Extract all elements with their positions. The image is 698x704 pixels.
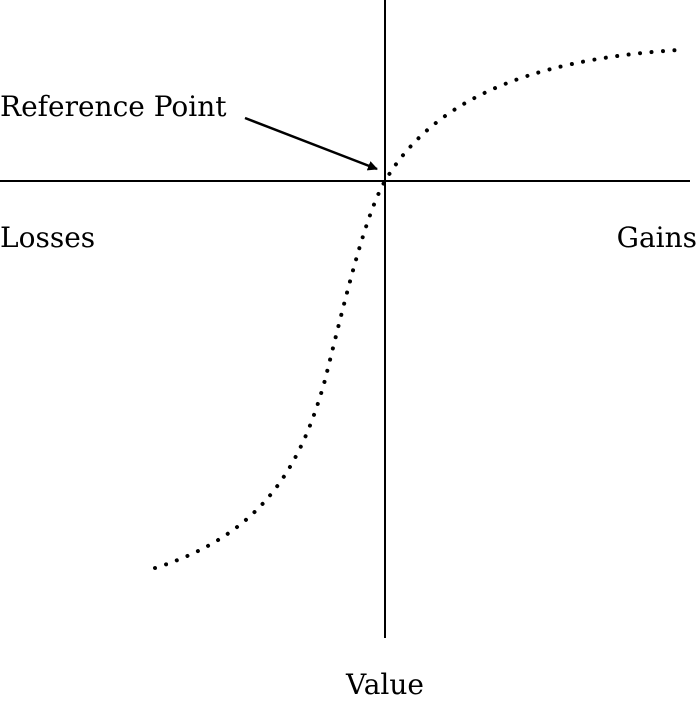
reference-arrow xyxy=(244,116,378,171)
gains-label: Gains xyxy=(617,221,697,254)
value-label: Value xyxy=(345,668,424,701)
value-curve xyxy=(153,48,680,570)
losses-label: Losses xyxy=(0,221,95,254)
reference-point-label: Reference Point xyxy=(0,90,227,123)
